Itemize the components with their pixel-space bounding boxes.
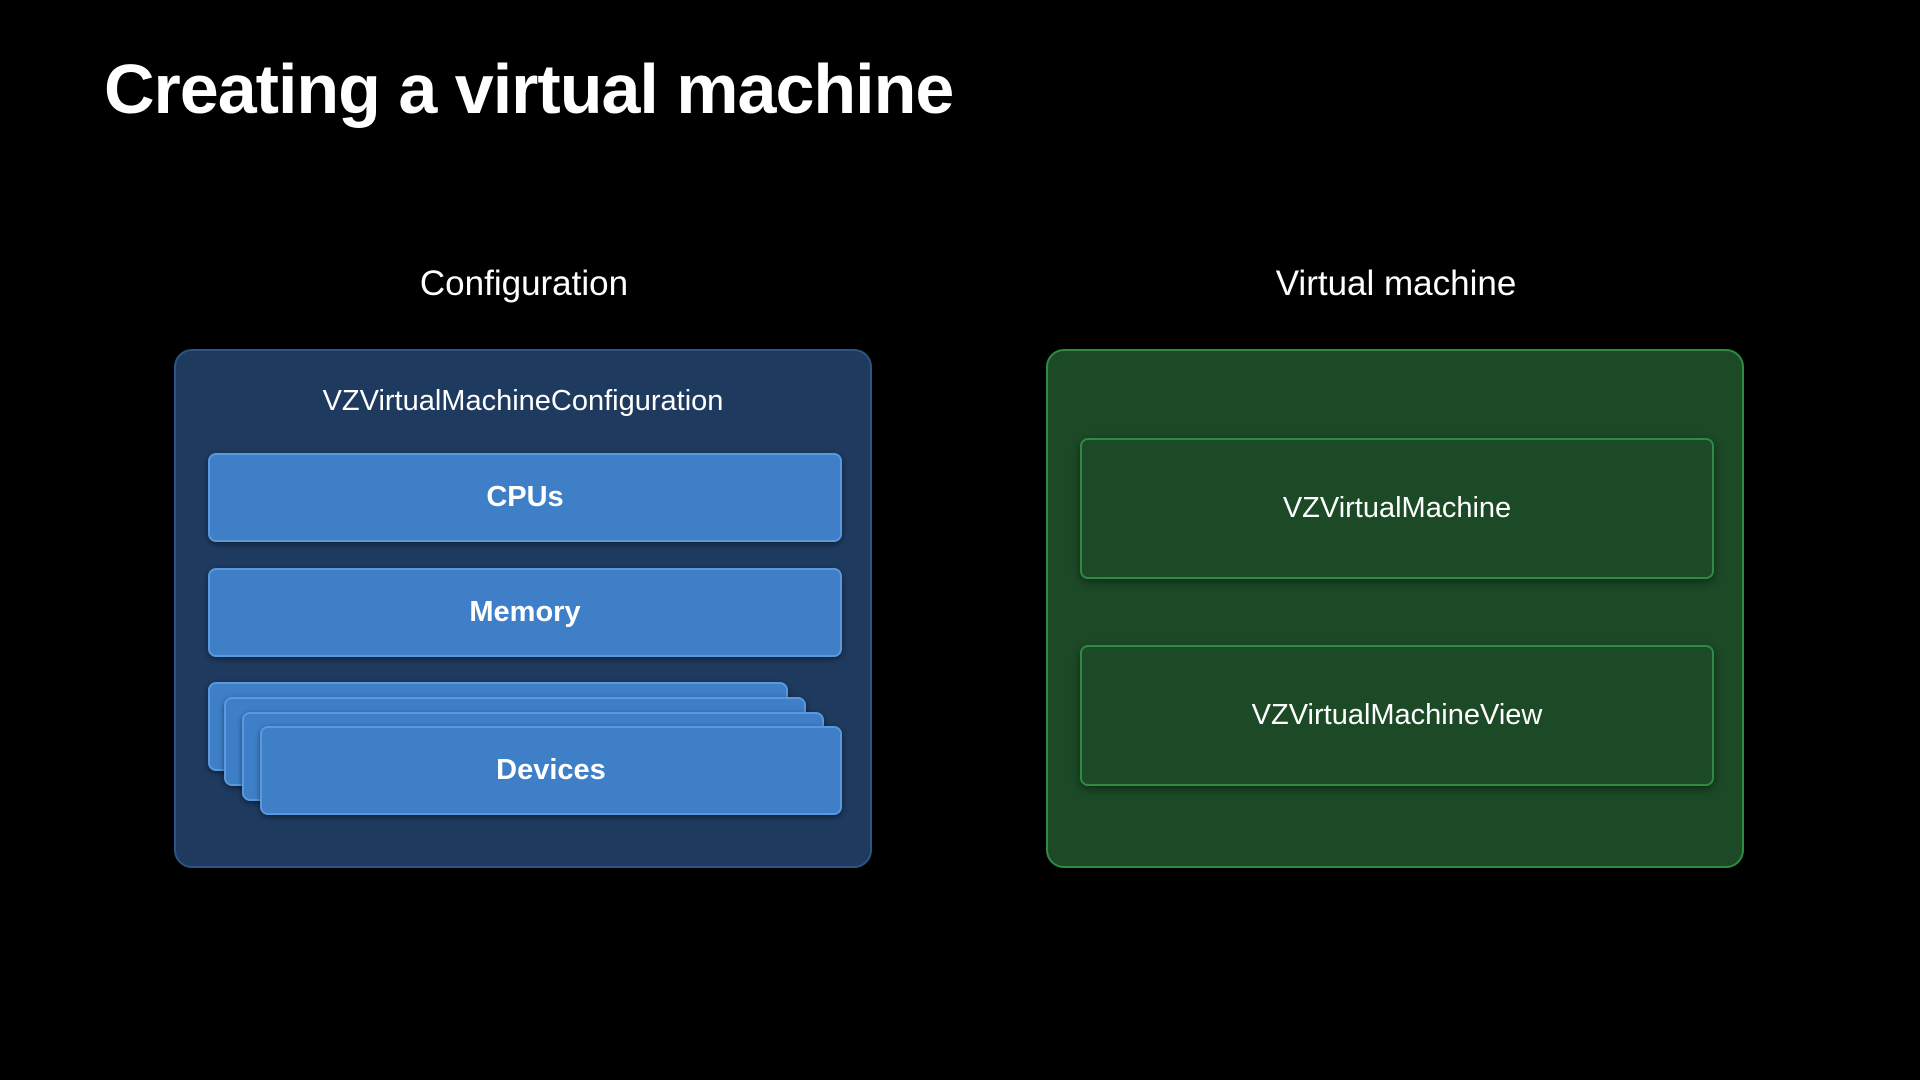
configuration-heading: Configuration (419, 264, 629, 303)
vzvirtualmachine-box: VZVirtualMachine (1080, 438, 1714, 579)
vzvirtualmachineview-box: VZVirtualMachineView (1080, 645, 1714, 786)
configuration-class-name: VZVirtualMachineConfiguration (322, 385, 724, 417)
slide-title: Creating a virtual machine (104, 50, 954, 128)
virtual-machine-panel: VZVirtualMachine VZVirtualMachineView (1046, 349, 1744, 868)
cpus-box: CPUs (208, 453, 842, 542)
memory-box: Memory (208, 568, 842, 657)
configuration-panel: VZVirtualMachineConfiguration CPUs Memor… (174, 349, 872, 868)
virtual-machine-heading: Virtual machine (1275, 264, 1517, 303)
devices-box: Devices (260, 726, 842, 815)
